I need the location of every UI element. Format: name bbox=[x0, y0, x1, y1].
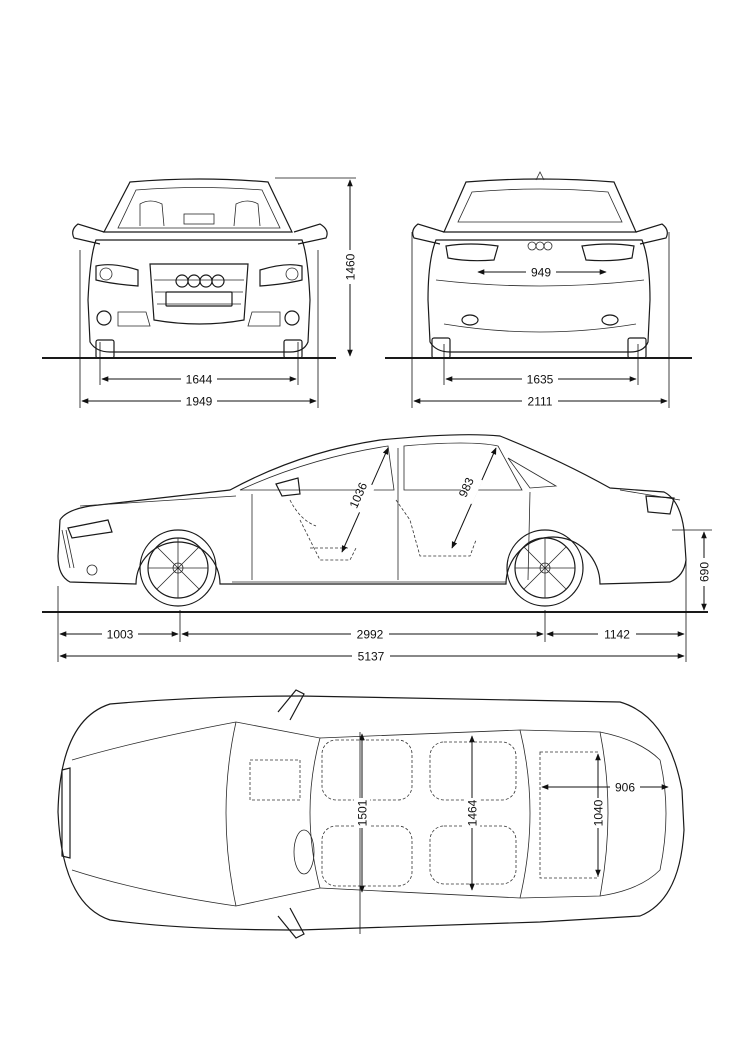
front-track-dimension: 1644 bbox=[101, 372, 297, 387]
rear-window-dimension: 949 bbox=[477, 266, 607, 280]
trunk-length-label: 906 bbox=[615, 781, 635, 795]
rear-window-label: 949 bbox=[531, 266, 551, 280]
rear-seat-left bbox=[429, 741, 517, 801]
side-view bbox=[42, 434, 712, 662]
rear-headroom-dimension: 983 bbox=[451, 447, 497, 549]
front-wheel bbox=[139, 529, 217, 607]
rear-track-label: 1635 bbox=[527, 373, 554, 387]
front-overhang-dimension: 1003 bbox=[59, 627, 179, 642]
rear-shoulder-dimension: 1464 bbox=[464, 735, 480, 891]
trunk-width-dimension: 1040 bbox=[590, 753, 606, 877]
front-width-label: 1949 bbox=[186, 395, 213, 409]
front-seat-right bbox=[321, 825, 413, 887]
front-seat-left bbox=[321, 739, 413, 801]
front-overhang-label: 1003 bbox=[107, 628, 134, 642]
rear-view bbox=[385, 171, 692, 408]
front-shoulder-label: 1501 bbox=[356, 799, 370, 826]
front-headroom-dimension: 1036 bbox=[341, 447, 389, 553]
trunk-length-dimension: 906 bbox=[541, 780, 669, 795]
rear-width-dimension: 2111 bbox=[413, 394, 668, 409]
trunk-width-label: 1040 bbox=[592, 799, 606, 826]
rear-seat-right bbox=[429, 825, 517, 885]
front-view bbox=[42, 177, 356, 408]
front-track-label: 1644 bbox=[186, 373, 213, 387]
overall-length-label: 5137 bbox=[358, 650, 385, 664]
rear-shoulder-label: 1464 bbox=[466, 799, 480, 826]
wheelbase-label: 2992 bbox=[357, 628, 384, 642]
front-width-dimension: 1949 bbox=[81, 394, 317, 409]
trunk-depth-dimension: 690 bbox=[696, 531, 712, 611]
overall-length-dimension: 5137 bbox=[59, 649, 685, 664]
rear-width-label: 2111 bbox=[528, 395, 553, 409]
height-label: 1460 bbox=[344, 253, 358, 280]
front-shoulder-dimension: 1501 bbox=[354, 733, 370, 893]
wheelbase-dimension: 2992 bbox=[181, 627, 544, 642]
rear-overhang-label: 1142 bbox=[604, 628, 630, 642]
rear-wheel bbox=[506, 529, 584, 607]
height-dimension: 1460 bbox=[342, 179, 358, 357]
rear-track-dimension: 1635 bbox=[445, 372, 637, 387]
rear-overhang-dimension: 1142 bbox=[546, 627, 685, 642]
trunk-depth-label: 690 bbox=[698, 562, 712, 582]
